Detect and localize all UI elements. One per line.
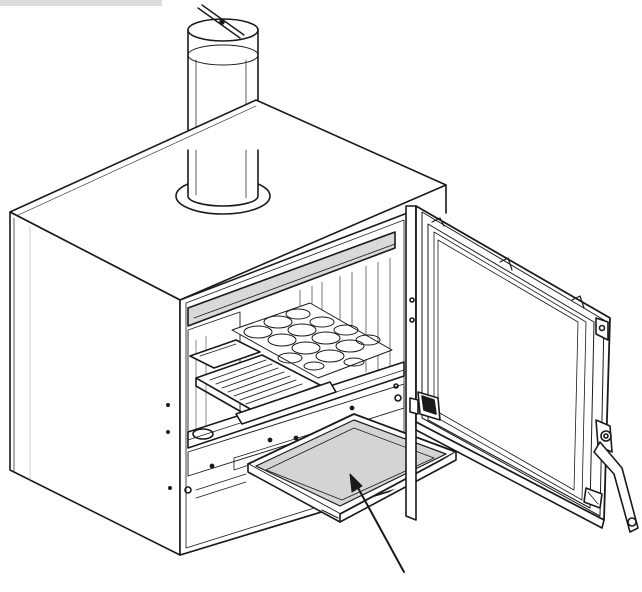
firebox-interior [184,231,405,499]
callout-arrow [349,473,405,573]
door-handle [593,441,639,533]
door-glass [437,239,579,491]
front-bar [187,361,405,449]
corner-tab [0,0,162,6]
stove-door [405,205,639,533]
ash-pan [247,413,457,523]
flue-damper-handle [197,4,245,39]
perforated-grate [231,302,393,379]
stove-body [9,99,447,556]
